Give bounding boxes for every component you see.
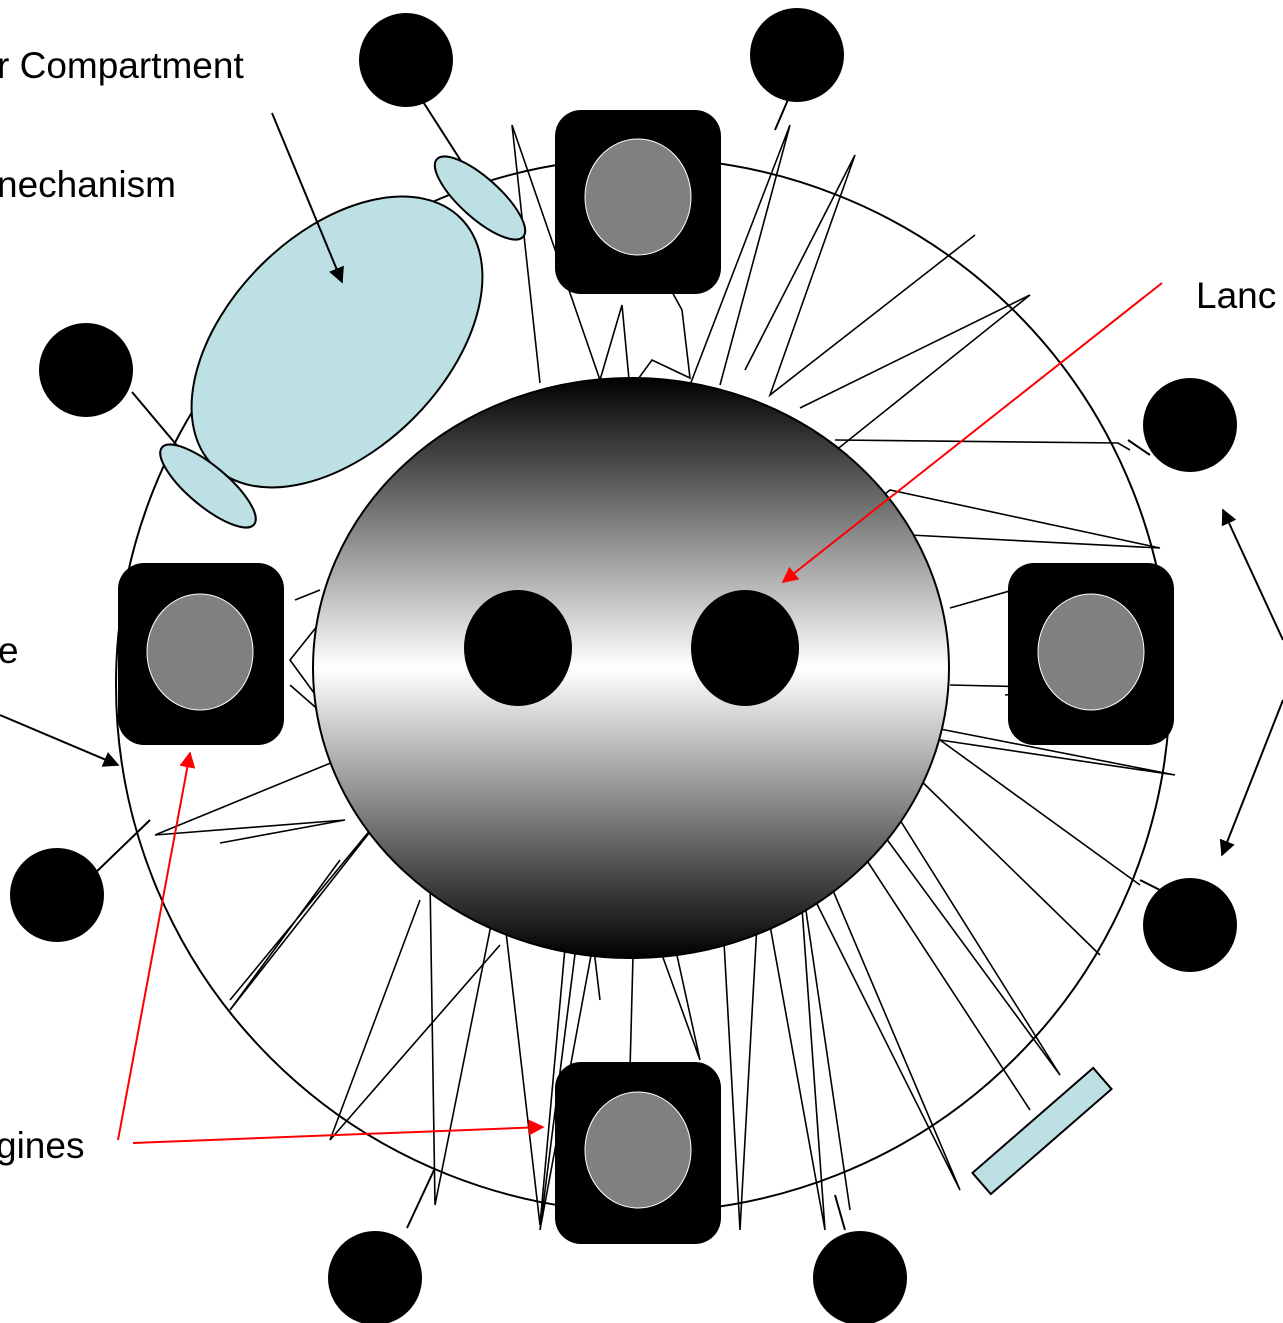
- mechanism-cap-top: [433, 155, 527, 241]
- arrow-side: [0, 714, 120, 767]
- landing-leg-foot: [750, 8, 844, 102]
- landing-hole-right: [691, 590, 799, 706]
- engine-bottom: [555, 1062, 721, 1244]
- engine-left: [118, 563, 284, 745]
- arrow-compartment: [271, 112, 344, 284]
- central-disc: [312, 377, 950, 959]
- mechanism-cap-left: [159, 443, 257, 529]
- engine-core: [584, 1091, 692, 1209]
- landing-leg-foot: [813, 1231, 907, 1323]
- label-mechanism: nechanism: [0, 164, 176, 205]
- landing-hole-left: [464, 590, 572, 706]
- landing-leg-foot: [39, 323, 133, 417]
- label-engines: gines: [0, 1125, 84, 1166]
- engine-core: [584, 138, 692, 256]
- arrow-landing: [781, 282, 1163, 583]
- engine-core: [1037, 593, 1145, 711]
- landing-leg-foot: [359, 13, 453, 107]
- landing-legs: [89, 94, 1161, 1231]
- label-compartment: r Compartment: [0, 45, 244, 86]
- compartment-assembly: [131, 96, 527, 529]
- engine-right: [1008, 563, 1174, 745]
- arrow-engine-bottom: [132, 1119, 545, 1144]
- sensor-panel: [971, 1066, 1113, 1196]
- arrow-leg-down: [1219, 699, 1283, 857]
- landing-leg-foot: [1143, 878, 1237, 972]
- arrow-engine-left: [117, 751, 196, 1141]
- engine-top: [555, 110, 721, 294]
- label-side: e: [0, 630, 19, 671]
- landing-leg-foot: [10, 848, 104, 942]
- landing-leg-foot: [1143, 378, 1237, 472]
- arrow-leg-up: [1221, 508, 1283, 641]
- landing-leg-foot: [328, 1231, 422, 1323]
- label-landing: Lanc: [1196, 275, 1276, 316]
- engine-core: [146, 593, 254, 711]
